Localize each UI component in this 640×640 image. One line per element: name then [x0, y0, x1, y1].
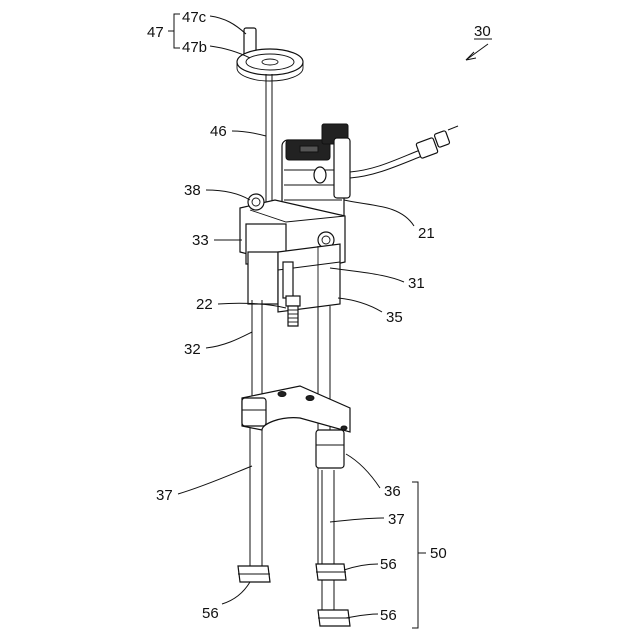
feet: [238, 564, 350, 626]
label-37-left: 37: [156, 487, 173, 504]
clamp-plate: [242, 386, 350, 468]
label-32: 32: [184, 341, 201, 358]
label-47: 47: [147, 24, 164, 41]
label-33: 33: [192, 232, 209, 249]
label-56-mid: 56: [380, 556, 397, 573]
label-56-bottom: 56: [380, 607, 397, 624]
reference-labels: 30 47 47c 47b 46 38 33 21 31 22 35 32 37…: [147, 9, 492, 624]
label-21: 21: [418, 225, 435, 242]
leader-lines: [168, 14, 488, 628]
label-37-right: 37: [388, 511, 405, 528]
tool-holder: [286, 296, 300, 326]
label-47b: 47b: [182, 39, 207, 56]
label-31: 31: [408, 275, 425, 292]
label-36: 36: [384, 483, 401, 500]
label-30: 30: [474, 23, 491, 40]
label-22: 22: [196, 296, 213, 313]
feed-shaft: [266, 74, 272, 210]
label-56-left: 56: [202, 605, 219, 622]
label-38: 38: [184, 182, 201, 199]
label-46: 46: [210, 123, 227, 140]
label-47c: 47c: [182, 9, 207, 26]
label-35: 35: [386, 309, 403, 326]
handle-assembly: [237, 28, 303, 81]
label-50: 50: [430, 545, 447, 562]
